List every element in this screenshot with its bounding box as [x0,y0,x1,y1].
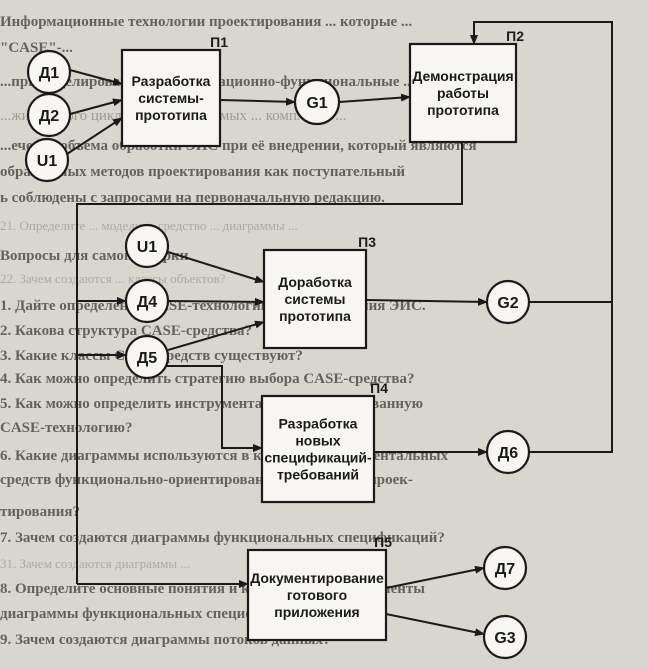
node-label: Д6 [498,445,518,462]
flow-arrow [167,297,265,306]
node-d7: Д7 [482,545,528,591]
process-rect [260,394,376,504]
process-tag: П4 [370,380,388,396]
node-d5: Д5 [124,334,170,380]
node-label: G2 [497,295,518,312]
diagram-edges [66,21,613,637]
background-text-line: 31. Зачем создаются диаграммы ... [0,556,191,571]
node-g3: G3 [482,614,528,660]
node-label: Д5 [137,350,157,367]
node-label: U1 [137,239,158,256]
flow-arrow [219,97,296,106]
process-tag: П2 [506,28,524,44]
node-u1b: U1 [124,223,170,269]
process-tag: П5 [374,534,392,550]
process-tag: П1 [210,34,228,50]
node-circle [24,137,70,183]
flow-arrow [338,93,411,103]
node-circle [26,92,72,138]
node-circle [482,614,528,660]
node-circle [124,334,170,380]
flow-arrow [529,230,613,303]
node-circle [485,279,531,325]
background-text-line: ...ечение объема обработки ЭИС при её вн… [0,138,477,154]
node-label: Д2 [39,108,59,125]
process-rect [120,48,222,148]
background-text-line: обращённых методов проектирования как по… [0,164,406,180]
node-g2: G2 [485,279,531,325]
node-label: G1 [306,95,327,112]
process-label-line: прототипа [427,102,499,118]
node-d2: Д2 [26,92,72,138]
background-text-line: CASE-технологию? [0,420,133,436]
process-label-line: прототипа [279,308,351,324]
process-rect [262,248,368,350]
process-label-line: работы [437,85,489,101]
node-circle [485,429,531,475]
node-label: Д7 [495,561,515,578]
background-text-line: 4. Как можно определить стратегию выбора… [0,371,415,387]
node-d6: Д6 [485,429,531,475]
flow-arrow [365,297,488,306]
process-label-line: Документирование [250,570,384,586]
node-circle [124,278,170,324]
background-text-line: 2. Какова структура CASE-средства? [0,323,253,339]
process-label-line: Разработка [279,416,358,432]
node-u1a: U1 [24,137,70,183]
node-circle [293,78,341,126]
process-tag: П3 [358,234,376,250]
process-label-line: спецификаций- [264,450,372,466]
process-rect [246,548,388,642]
flow-arrow [385,613,485,637]
background-text-line: Информационные технологии проектирования… [0,14,413,30]
flow-arrow [166,365,263,452]
flow-arrow [167,320,265,351]
node-d4: Д4 [124,278,170,324]
process-label-line: приложения [274,604,359,620]
process-label-line: Разработка [132,73,211,89]
background-text-line: 22. Зачем создаются ... классы объектов? [0,271,226,286]
background-text-line: ь соблюдены с запросами на первоначальну… [0,190,385,206]
node-label: U1 [37,153,58,170]
background-text-line: диаграммы функциональных спецификаций. [0,606,310,622]
flow-arrow [69,69,123,86]
process-rect [408,42,518,144]
background-text-line: тирования? [0,504,80,520]
process-label-line: прототипа [135,107,207,123]
flow-arrow [385,565,485,589]
process-label-line: системы [285,291,346,307]
flow-arrow [470,21,613,230]
flow-arrow [66,117,123,155]
node-label: G3 [494,630,515,647]
process-label-line: готового [287,587,347,603]
process-label-line: Доработка [278,274,352,290]
process-label-line: Демонстрация [412,68,513,84]
node-label: Д1 [39,65,59,82]
node-label: Д4 [137,294,157,311]
flow-arrow [76,142,463,584]
process-label-line: требований [277,467,359,483]
flow-arrow [529,300,613,453]
node-d1: Д1 [26,49,72,95]
process-label-line: новых [295,433,341,449]
flow-arrow [69,98,123,115]
node-circle [482,545,528,591]
background-text-line: 7. Зачем создаются диаграммы функциональ… [0,530,445,546]
node-g1: G1 [293,78,341,126]
flow-arrow [167,251,265,284]
node-circle [124,223,170,269]
diagram-processes: П1Разработкасистемы-прототипаП2Демонстра… [120,28,524,642]
process-label-line: системы- [138,90,204,106]
